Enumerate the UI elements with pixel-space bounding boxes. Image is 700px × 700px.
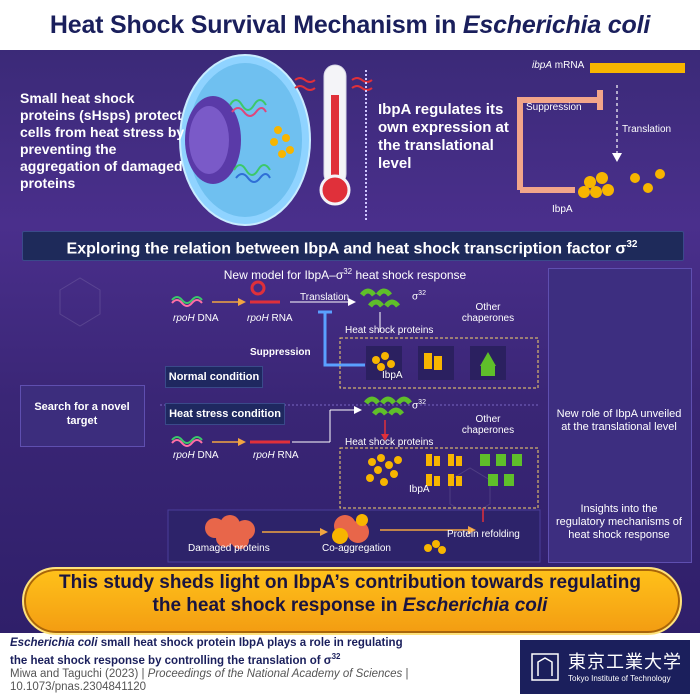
ibpa-stress-cluster: [366, 454, 402, 486]
rpoh-dna-icon: [171, 296, 203, 304]
coaggregation-icon: [332, 514, 369, 544]
heat-shock-model-diagram: [160, 280, 673, 563]
search-target-box: [20, 385, 145, 447]
illustration-layer: [59, 54, 685, 563]
ibpa-regulation-diagram: [517, 63, 685, 198]
model-title: New model for IbpA–σ32 heat shock respon…: [223, 267, 467, 282]
damaged-proteins-icon: [205, 515, 255, 549]
search-target-text: Search for a novel target: [34, 401, 130, 427]
regulation-text: IbpA regulates its own expression at the…: [378, 101, 509, 172]
normal-sigma-label: σ32: [412, 290, 426, 303]
normal-condition-label: Normal condition: [165, 366, 263, 388]
stress-sigma-label: σ32: [412, 399, 426, 412]
normal-other-chaperones-label: Other chaperones: [461, 302, 515, 324]
cell-icon: [179, 54, 311, 226]
stress-rpoh-rna-label: rpoH RNA: [253, 450, 299, 461]
normal-hsp-label: Heat shock proteins: [345, 325, 434, 336]
translation-label: Translation: [622, 124, 672, 135]
section-banner-title: Exploring the relation between IbpA and …: [66, 239, 638, 258]
ibpa-mrna-label: ibpA mRNA: [532, 60, 585, 71]
coaggregation-label: Co-aggregation: [322, 543, 391, 554]
conclusion-banner: [22, 567, 682, 635]
heat-stress-condition-label: Heat stress condition: [165, 403, 285, 425]
stress-other-chaperones-label: Other chaperones: [461, 414, 515, 436]
stress-rpoh-dna-label: rpoH DNA: [173, 450, 219, 461]
normal-suppression-label: Suppression: [250, 347, 311, 358]
section-divider: [365, 70, 367, 220]
findings-panel: [548, 268, 692, 563]
doi-link[interactable]: 10.1073/pnas.2304841120: [10, 680, 147, 693]
page-title-bar: Heat Shock Survival Mechanism in Escheri…: [0, 0, 700, 50]
ibpa-label: IbpA: [552, 204, 573, 215]
stress-ibpa-label: IbpA: [409, 484, 430, 495]
citation: Escherichia coli small heat shock protei…: [10, 637, 510, 694]
finding-insights: Insights into the regulatory mechanisms …: [556, 503, 682, 541]
damaged-proteins-label: Damaged proteins: [188, 543, 270, 554]
logo-japanese-text: 東京工業大学: [568, 652, 682, 673]
normal-ibpa-label: IbpA: [382, 370, 403, 381]
sigma32-icon: [360, 288, 400, 308]
stress-hsp-label: Heat shock proteins: [345, 437, 434, 448]
intro-text: Small heat shock proteins (sHsps) protec…: [20, 90, 185, 191]
ibpa-cluster: [578, 169, 665, 198]
page-title: Heat Shock Survival Mechanism in Escheri…: [49, 11, 651, 39]
normal-rpoh-rna-label: rpoH RNA: [247, 313, 293, 324]
suppression-label: Suppression: [526, 102, 582, 113]
normal-translation-label: Translation: [300, 292, 350, 303]
logo-emblem-icon: [531, 653, 559, 681]
sigma32-stress-icon: [364, 396, 412, 416]
ibpa-mrna-bar: [590, 63, 685, 73]
section-banner: [22, 231, 684, 261]
protein-refolding-label: Protein refolding: [447, 529, 520, 540]
thermometer-icon: [294, 64, 373, 206]
finding-new-role: New role of IbpA unveiled at the transla…: [556, 408, 682, 433]
conclusion-text: This study sheds light on IbpA’s contrib…: [59, 572, 641, 616]
university-logo: 東京工業大学 Tokyo Institute of Technology: [520, 640, 690, 694]
normal-rpoh-dna-label: rpoH DNA: [173, 313, 219, 324]
logo-english-text: Tokyo Institute of Technology: [568, 674, 671, 683]
